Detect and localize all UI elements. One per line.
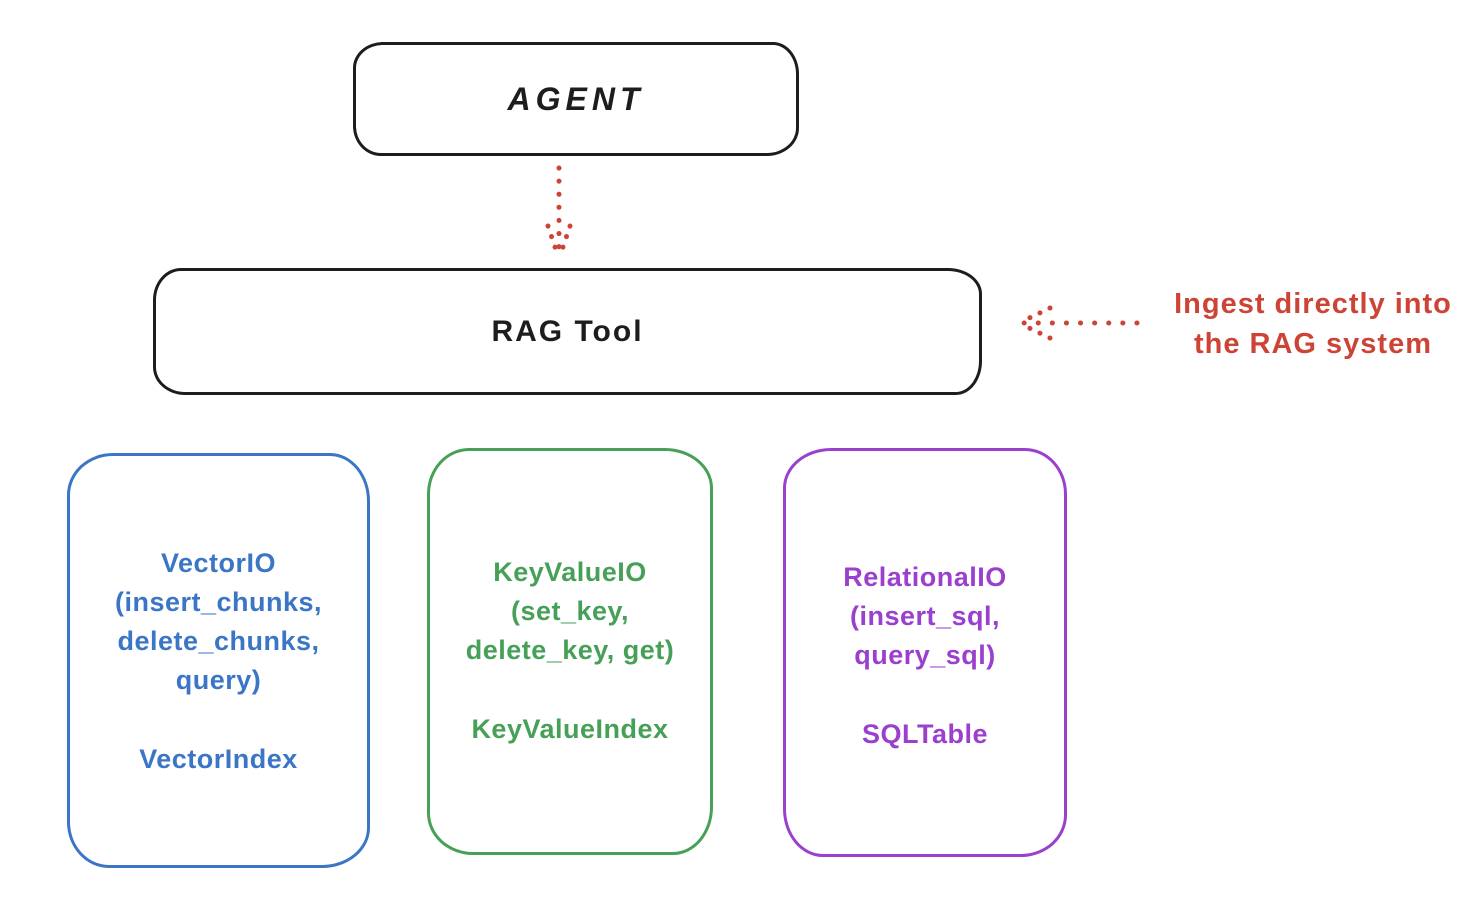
vector-io-line: VectorIO bbox=[160, 548, 277, 578]
keyvalue-io-line: delete_key, get) bbox=[465, 635, 675, 665]
keyvalue-io-box: KeyValueIO (set_key, delete_key, get) Ke… bbox=[427, 448, 713, 855]
vector-io-line: (insert_chunks, bbox=[114, 587, 323, 617]
keyvalue-io-line: (set_key, bbox=[510, 596, 630, 626]
relational-io-line: RelationalIO bbox=[843, 562, 1007, 592]
relational-io-line: (insert_sql, bbox=[849, 601, 1001, 631]
keyvalue-io-line: KeyValueIO bbox=[493, 557, 647, 587]
ingest-annotation-line1: Ingest directly into bbox=[1174, 288, 1452, 320]
vector-index-label: VectorIndex bbox=[139, 744, 298, 774]
relational-io-line: query_sql) bbox=[854, 640, 996, 670]
keyvalue-index-label: KeyValueIndex bbox=[471, 714, 669, 744]
agent-node: AGENT bbox=[353, 42, 799, 156]
dotted-arrow-down-icon bbox=[545, 165, 573, 256]
vector-io-line: query) bbox=[175, 665, 262, 695]
relational-io-box: RelationalIO (insert_sql, query_sql) SQL… bbox=[783, 448, 1067, 857]
agent-node-label: AGENT bbox=[507, 80, 645, 117]
ingest-annotation-line2: the RAG system bbox=[1193, 328, 1432, 360]
dotted-arrow-left-icon bbox=[1020, 305, 1140, 341]
vector-io-box: VectorIO (insert_chunks, delete_chunks, … bbox=[67, 453, 370, 868]
sql-table-label: SQLTable bbox=[861, 719, 988, 749]
ingest-annotation: Ingest directly into the RAG system bbox=[1142, 284, 1484, 364]
vector-io-line: delete_chunks, bbox=[117, 626, 320, 656]
rag-tool-node-label: RAG Tool bbox=[491, 314, 644, 348]
rag-tool-node: RAG Tool bbox=[153, 268, 982, 395]
